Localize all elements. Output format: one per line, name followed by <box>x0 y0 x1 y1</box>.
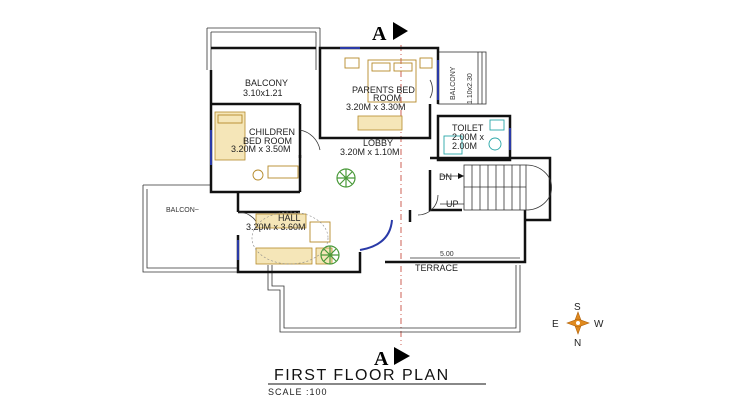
stair-up-label: UP <box>446 199 459 209</box>
size-parents-bed: 3.20M x 3.30M <box>346 102 406 112</box>
left-balcony-outline-inner <box>146 189 238 269</box>
wall-stair-left <box>428 170 462 212</box>
stair-outline <box>463 164 527 211</box>
top-balcony-rail-inner <box>210 31 317 70</box>
compass-rose: S E W N <box>552 302 604 349</box>
plant-icon-hall <box>320 245 340 265</box>
wall-children-room-top <box>211 102 302 158</box>
terrace-outline-inner <box>271 265 517 329</box>
drawing-title: FIRST FLOOR PLAN <box>274 367 450 384</box>
section-arrow-bottom-icon <box>394 347 410 365</box>
parents-bed-furniture <box>344 57 433 131</box>
terrace-wall <box>385 210 527 264</box>
wall-children-room-left <box>209 70 300 194</box>
label-parents-bed: PARENTS BED <box>352 85 415 95</box>
label-hall: HALL <box>278 213 301 223</box>
door-swing-stair <box>417 194 439 216</box>
terrace-dimension: 5.00 <box>440 251 454 258</box>
side-balcony-outline <box>437 51 487 105</box>
label-balcony-left: BALCON~ <box>166 207 199 214</box>
size-balcony-top: 3.10x1.21 <box>243 88 283 98</box>
hall-furniture <box>251 211 333 265</box>
label-balcony-side: BALCONY <box>450 66 457 100</box>
section-marker-top: A <box>372 22 408 45</box>
children-bed-furniture <box>214 111 299 181</box>
size-children-bed: 3.20M x 3.50M <box>231 144 291 154</box>
size-toilet: 2.00M x <box>452 132 485 142</box>
label-children-bed-2: BED ROOM <box>243 136 292 146</box>
size-toilet-2: 2.00M <box>452 141 477 151</box>
door-swing-children <box>299 129 321 151</box>
toilet-fixtures <box>443 119 505 155</box>
section-arrow-top-icon <box>393 22 408 40</box>
compass-n: N <box>574 338 581 349</box>
wall-toilet <box>436 114 512 162</box>
section-label-top: A <box>372 23 387 45</box>
wall-stair-block <box>430 156 552 222</box>
size-hall: 3.20M x 3.60M <box>246 222 306 232</box>
compass-w: W <box>594 319 604 330</box>
size-lobby: 3.20M x 1.10M <box>340 147 400 157</box>
staircase <box>440 164 552 211</box>
label-lobby: LOBBY <box>363 138 393 148</box>
wall-parents-room-bottom <box>318 104 432 140</box>
door-swing-parents <box>429 79 433 99</box>
stair-dn-label: DN <box>439 172 452 182</box>
stair-landing-curve <box>525 164 552 211</box>
label-parents-bed-2: ROOM <box>373 93 401 103</box>
label-balcony-top: BALCONY <box>245 78 288 88</box>
curved-window-hall <box>359 219 393 251</box>
drawing-scale: SCALE :100 <box>268 387 328 397</box>
hall-rug <box>251 211 329 265</box>
label-children-bed: CHILDREN <box>249 127 295 137</box>
hall-sofa-top <box>255 213 307 229</box>
size-balcony-side: 1.10x2.30 <box>467 73 474 104</box>
door-swing-hall <box>237 211 261 233</box>
left-balcony-outline <box>142 185 238 273</box>
plant-icon-lobby <box>336 168 356 188</box>
label-toilet: TOILET <box>452 123 484 133</box>
dn-arrow-icon <box>458 173 464 179</box>
compass-e: E <box>552 319 559 330</box>
parents-wardrobe <box>357 115 403 131</box>
section-label-bottom: A <box>374 348 389 370</box>
compass-s: S <box>574 302 581 313</box>
hall-sofa-bottom <box>255 247 313 265</box>
section-marker-bottom: A <box>374 347 410 370</box>
label-terrace: TERRACE <box>415 263 458 273</box>
terrace-outline-outer <box>267 265 521 333</box>
